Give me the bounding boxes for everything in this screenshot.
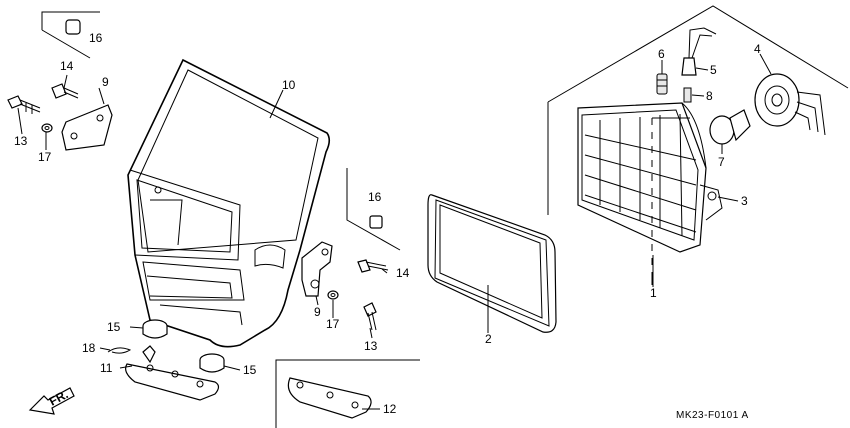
lower-mounts: [107, 319, 225, 401]
upper-bracket: [61, 104, 113, 151]
callout-8: 8: [706, 89, 713, 103]
callouts: 1 2 3 4 5 6 7 8 9 9 10 11 12 13 13 14 14…: [14, 31, 761, 416]
headlight-bulb: [709, 109, 751, 145]
callout-11: 11: [100, 361, 113, 375]
bulb-socket: [754, 73, 826, 136]
callout-9-upper: 9: [102, 75, 109, 89]
callout-1: 1: [650, 286, 657, 300]
callout-3: 3: [741, 194, 748, 208]
headlight-rim: [427, 194, 557, 333]
leader-lines: [17, 53, 772, 410]
assembly-box: [547, 5, 849, 285]
small-bulbs: [656, 27, 717, 103]
headlight-cowl: [127, 58, 331, 348]
middle-bracket: [301, 241, 333, 297]
front-arrow: [28, 387, 75, 415]
callout-4: 4: [754, 42, 761, 56]
callout-18: 18: [82, 341, 96, 355]
callout-15-right: 15: [243, 363, 257, 377]
callout-7: 7: [718, 155, 725, 169]
callout-15-left: 15: [107, 320, 121, 334]
callout-17-upper: 17: [38, 150, 52, 164]
callout-9-middle: 9: [314, 305, 321, 319]
callout-16-upper: 16: [89, 31, 103, 45]
middle-hardware: [327, 168, 401, 331]
callout-13-middle: 13: [364, 339, 378, 353]
callout-5: 5: [710, 63, 717, 77]
headlight-unit: [577, 102, 723, 253]
callout-13-upper: 13: [14, 134, 28, 148]
callout-2: 2: [485, 332, 492, 346]
upper-grommet: [41, 11, 100, 59]
callout-16-middle: 16: [368, 190, 382, 204]
callout-14-middle: 14: [396, 266, 410, 280]
callout-6: 6: [658, 47, 665, 61]
callout-12: 12: [383, 402, 397, 416]
callout-10: 10: [282, 78, 296, 92]
callout-17-middle: 17: [326, 317, 340, 331]
upper-bolts: [7, 83, 79, 133]
diagram-code: MK23-F0101 A: [676, 410, 749, 421]
callout-14-upper: 14: [60, 59, 74, 73]
lower-plate-box: [275, 359, 420, 428]
